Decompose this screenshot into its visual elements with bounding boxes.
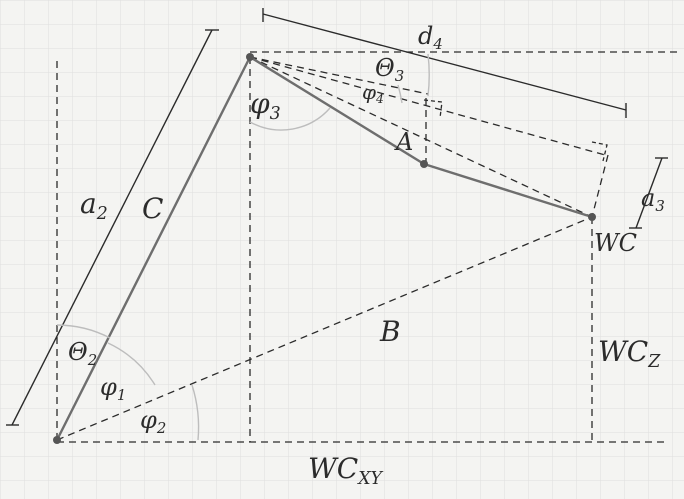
phi2-arc [191,384,200,441]
right-angle-marker-a [423,99,443,119]
theta2-label: Θ2 [68,338,98,370]
wc-label: WC [594,229,638,257]
theta3-label: Θ3 [375,54,405,86]
a3-label: a3 [641,184,665,216]
joint-shoulder [246,53,254,61]
theta3-ray-dashed [249,56,429,95]
d4-direction-dashed [249,56,606,156]
a-label: A [396,128,414,156]
a3-perpendicular-dashed [591,154,609,218]
wcxy-label: WCXY [308,452,383,490]
phi3-label: φ3 [250,87,281,125]
b-dashed-line [56,216,593,441]
link-to-wc [422,162,594,219]
phi1-label: φ1 [100,373,127,405]
a3-dimension-line [635,157,663,229]
right-angle-marker-wc [591,141,608,162]
wcz-label: WCZ [598,335,661,373]
joint-wc [588,213,596,221]
phi4-label: φ4 [362,80,384,107]
link-a [248,55,426,166]
d4-label: d4 [418,22,443,54]
phi2-label: φ2 [140,406,167,438]
joint-base [53,436,61,444]
phi4-arc [397,84,403,104]
theta3-arc [427,53,430,97]
theta2-arc [56,324,111,339]
link-c [55,55,252,442]
phi1-arc [107,342,156,386]
a2-dimension-line [11,29,213,426]
c-label: C [142,192,164,225]
d4-dimension-line [262,13,627,111]
phi3-arc [249,107,331,131]
shoulder-to-wc-dashed [249,56,593,218]
a2-label: a2 [80,187,108,225]
joint-elbow [420,160,428,168]
b-label: B [380,315,401,348]
